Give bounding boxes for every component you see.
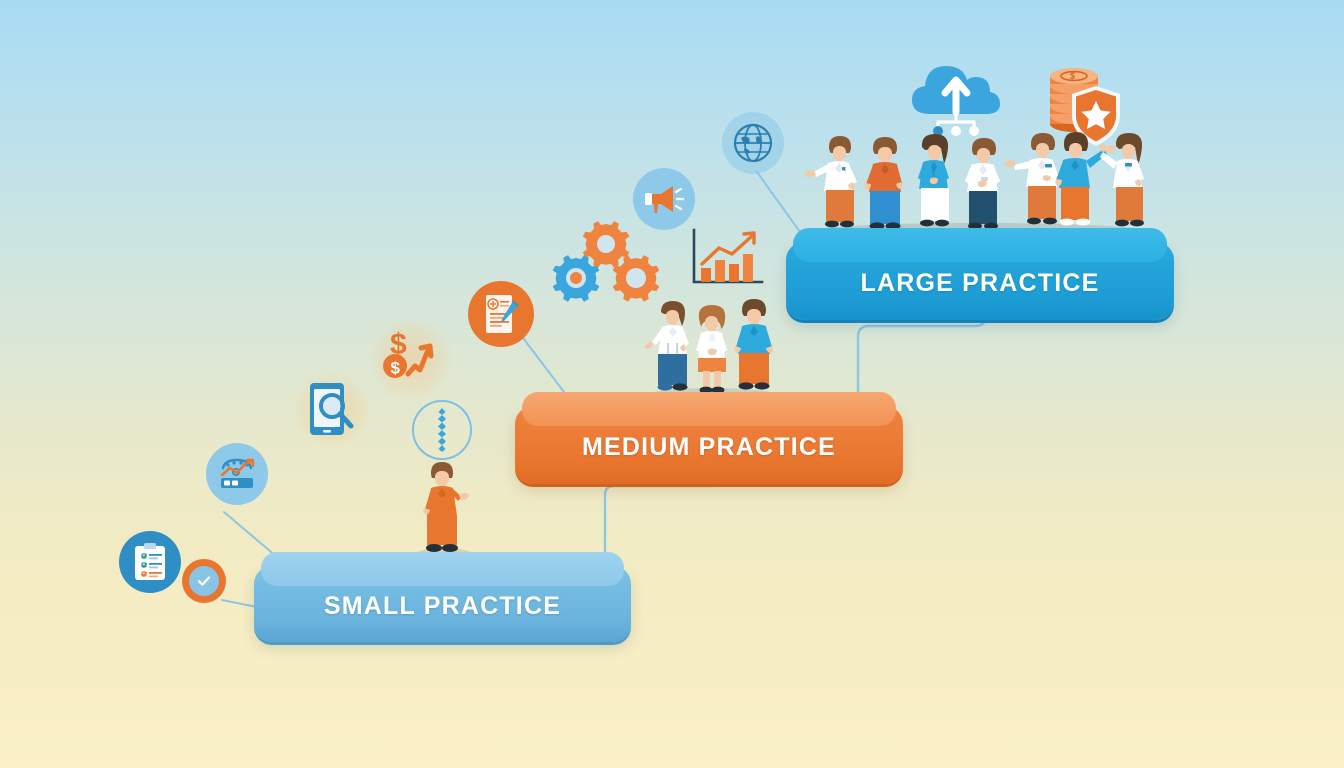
large-practice-person-4 (951, 133, 1017, 233)
spine-glyph (438, 408, 446, 452)
dollar-growth-icon[interactable]: $ $ (378, 326, 440, 389)
large-practice-person-6 (1044, 127, 1124, 233)
check-glyph (197, 576, 211, 586)
tablet-search-glyph (310, 383, 354, 435)
tablet-search-icon[interactable] (306, 380, 360, 445)
medium-practice-person-1 (640, 295, 706, 395)
gears-icon[interactable] (548, 218, 666, 323)
medium-practice-person-3 (722, 293, 786, 393)
leader-line-globe (756, 171, 801, 233)
spine-icon[interactable] (412, 400, 472, 460)
small-practice-person (407, 455, 481, 555)
cloud-upload-icon[interactable] (908, 52, 1004, 143)
bar-chart-growth-icon[interactable] (688, 228, 766, 295)
small-practice-top-face (261, 552, 624, 586)
analytics-dashboard-icon[interactable] (206, 443, 268, 505)
shield-star-glyph (1072, 86, 1120, 146)
globe-network-icon[interactable] (722, 112, 784, 174)
prescription-document-icon[interactable] (468, 281, 534, 347)
large-practice-label: LARGE PRACTICE (860, 269, 1100, 297)
medium-practice-top-face (522, 392, 896, 426)
bar-chart-growth-glyph (692, 228, 764, 284)
staff-figure (804, 136, 857, 228)
medium-practice-platform[interactable]: MEDIUM PRACTICE (515, 392, 903, 484)
staff-figure (644, 301, 689, 391)
large-practice-person-3 (903, 129, 965, 233)
megaphone-icon[interactable] (633, 168, 695, 230)
staff-figure (423, 462, 469, 552)
gear-orange-right (612, 255, 660, 302)
staff-figure (1055, 132, 1116, 226)
dollar-growth-glyph: $ $ (383, 328, 434, 378)
staff-figure (918, 134, 949, 227)
gears-glyph (552, 221, 660, 302)
shield-star-icon[interactable] (1068, 84, 1124, 153)
large-practice-person-7 (1097, 128, 1163, 232)
clipboard-checklist-glyph (135, 543, 165, 580)
dollar-icon-glow (370, 318, 452, 400)
medium-practice-person-2 (681, 300, 743, 396)
small-practice-label: SMALL PRACTICE (323, 592, 562, 620)
staff-figure (696, 305, 727, 394)
gear-orange-top (582, 221, 630, 268)
small-practice-platform[interactable]: SMALL PRACTICE (254, 552, 631, 642)
svg-text:$: $ (390, 328, 407, 361)
leader-line-prescription (516, 329, 565, 393)
svg-text:$: $ (391, 359, 401, 378)
large-practice-top-face (793, 228, 1167, 262)
large-practice-person-2 (852, 132, 916, 234)
clipboard-checklist-icon[interactable] (119, 531, 181, 593)
analytics-dashboard-glyph (220, 458, 255, 488)
large-practice-person-5 (1003, 128, 1075, 232)
globe-network-glyph (733, 123, 773, 163)
staff-figure (1004, 133, 1059, 225)
staff-figure (1099, 133, 1144, 227)
staff-figure (965, 138, 1000, 230)
gear-blue-left (552, 255, 600, 302)
svg-text:$: $ (1070, 71, 1075, 81)
prescription-document-glyph (486, 295, 519, 333)
large-practice-person-1 (802, 130, 872, 234)
check-circle-icon[interactable] (182, 559, 226, 603)
staff-figure (864, 137, 903, 230)
check-circle-inner (189, 566, 219, 596)
large-practice-platform[interactable]: LARGE PRACTICE (786, 228, 1174, 320)
staff-figure (734, 299, 773, 390)
megaphone-glyph (645, 186, 685, 213)
medium-practice-label: MEDIUM PRACTICE (581, 433, 837, 461)
cloud-upload-glyph (912, 66, 1000, 136)
